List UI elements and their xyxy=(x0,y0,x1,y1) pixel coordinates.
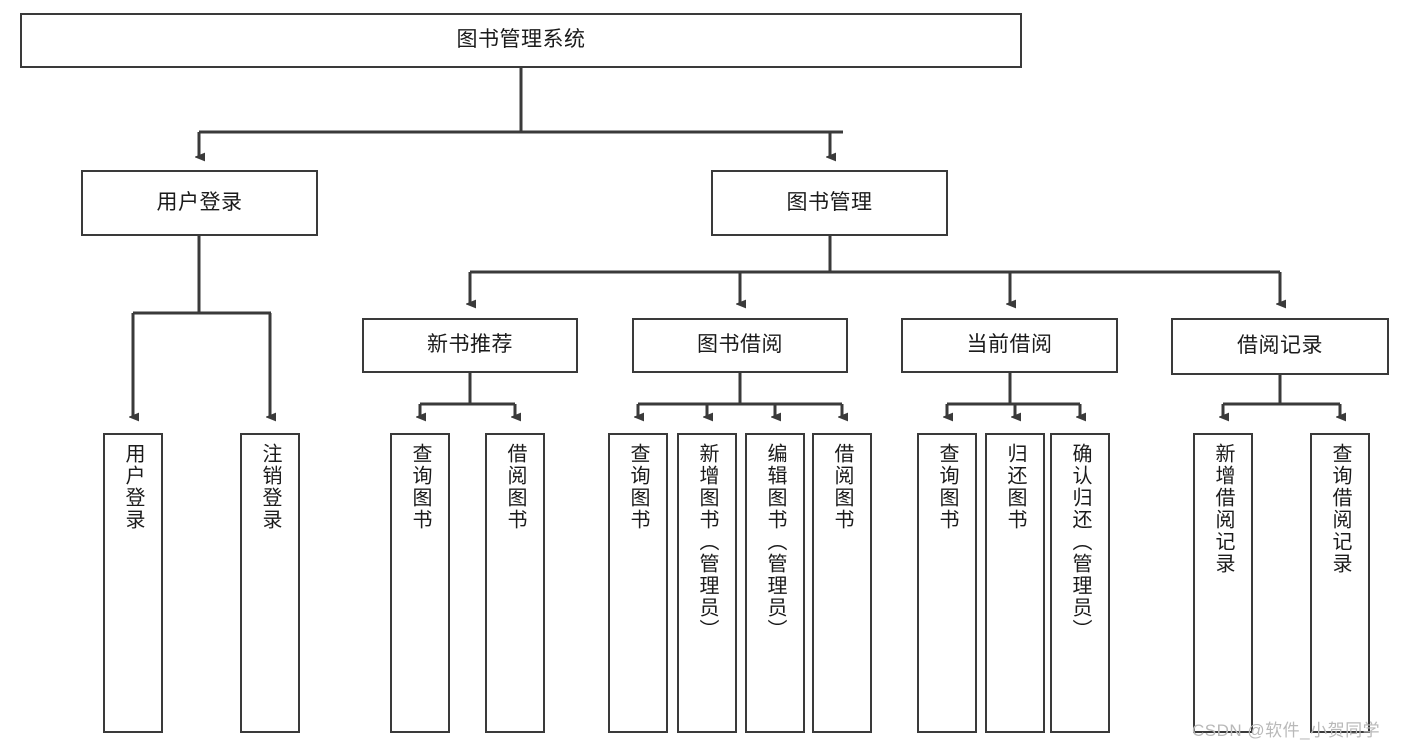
node-user-login-label: 用户登录 xyxy=(156,190,243,214)
node-book-management-label: 图书管理 xyxy=(786,190,873,214)
leaf-current-query-book[interactable]: 查询图书 xyxy=(917,433,977,733)
leaf-label: 查询借阅记录 xyxy=(1329,443,1351,575)
node-root-label: 图书管理系统 xyxy=(456,28,586,52)
leaf-label: 查询图书 xyxy=(409,443,431,531)
node-current-borrow-label: 当前借阅 xyxy=(966,333,1053,357)
leaf-record-query-record[interactable]: 查询借阅记录 xyxy=(1310,433,1370,733)
leaf-user-login-signout[interactable]: 注销登录 xyxy=(240,433,300,733)
node-borrow-record-label: 借阅记录 xyxy=(1237,334,1323,358)
leaf-label: 查询图书 xyxy=(936,443,958,531)
leaf-label: 注销登录 xyxy=(259,443,281,531)
leaf-label: 用户登录 xyxy=(122,443,144,531)
leaf-label: 归还图书 xyxy=(1004,443,1026,531)
leaf-label: 编辑图书（管理员） xyxy=(764,443,786,641)
node-new-book-recommend-label: 新书推荐 xyxy=(427,333,513,357)
leaf-borrow-query-book[interactable]: 查询图书 xyxy=(608,433,668,733)
leaf-borrow-borrow-book[interactable]: 借阅图书 xyxy=(812,433,872,733)
node-new-book-recommend[interactable]: 新书推荐 xyxy=(362,318,578,373)
watermark-text: CSDN @软件_小贺同学 xyxy=(1192,721,1381,740)
leaf-label: 查询图书 xyxy=(627,443,649,531)
leaf-current-confirm-return[interactable]: 确认归还（管理员） xyxy=(1050,433,1110,733)
leaf-current-return-book[interactable]: 归还图书 xyxy=(985,433,1045,733)
leaf-recommend-query-book[interactable]: 查询图书 xyxy=(390,433,450,733)
leaf-record-add-record[interactable]: 新增借阅记录 xyxy=(1193,433,1253,733)
node-book-borrow[interactable]: 图书借阅 xyxy=(632,318,848,373)
leaf-borrow-edit-book[interactable]: 编辑图书（管理员） xyxy=(745,433,805,733)
node-book-management[interactable]: 图书管理 xyxy=(711,170,948,236)
leaf-label: 确认归还（管理员） xyxy=(1069,443,1091,641)
leaf-user-login-signin[interactable]: 用户登录 xyxy=(103,433,163,733)
node-user-login[interactable]: 用户登录 xyxy=(81,170,318,236)
node-borrow-record[interactable]: 借阅记录 xyxy=(1171,318,1389,375)
leaf-label: 新增借阅记录 xyxy=(1212,443,1234,575)
leaf-borrow-add-book[interactable]: 新增图书（管理员） xyxy=(677,433,737,733)
node-book-borrow-label: 图书借阅 xyxy=(697,333,783,357)
node-current-borrow[interactable]: 当前借阅 xyxy=(901,318,1118,373)
leaf-label: 借阅图书 xyxy=(504,443,526,531)
node-root[interactable]: 图书管理系统 xyxy=(20,13,1022,68)
leaf-label: 借阅图书 xyxy=(831,443,853,531)
leaf-label: 新增图书（管理员） xyxy=(696,443,718,641)
leaf-recommend-borrow-book[interactable]: 借阅图书 xyxy=(485,433,545,733)
